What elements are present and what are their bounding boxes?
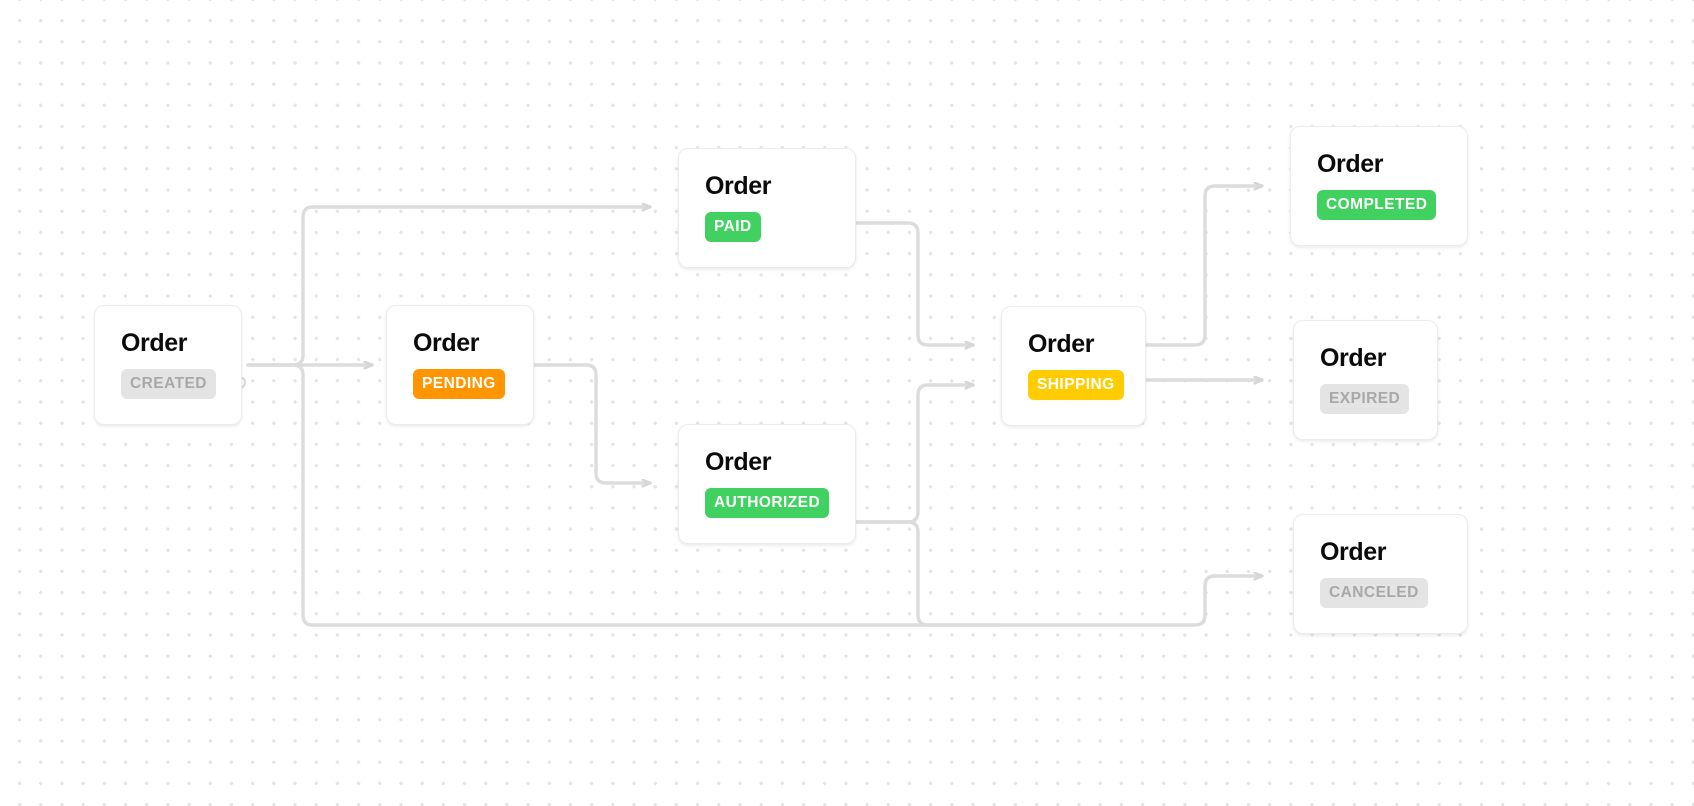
status-badge: CREATED [121,368,216,400]
node-title: Order [1320,343,1387,372]
edge-paid-shipping [854,221,975,345]
status-badge: CANCELED [1320,577,1428,609]
node-shipping[interactable]: Order SHIPPING [1001,306,1146,426]
node-title: Order [1028,329,1095,358]
node-expired[interactable]: Order EXPIRED [1293,320,1438,440]
status-badge: EXPIRED [1320,383,1410,415]
status-badge: PAID [705,211,761,243]
edge-shipping-completed [1144,186,1264,347]
status-badge: AUTHORIZED [705,487,830,519]
node-paid[interactable]: Order PAID [678,148,856,268]
node-created[interactable]: Order CREATED [94,305,242,425]
node-title: Order [1317,149,1384,178]
node-title: Order [705,447,772,476]
node-completed[interactable]: Order COMPLETED [1290,126,1468,246]
node-title: Order [413,328,480,357]
status-badge: PENDING [413,368,505,400]
node-canceled[interactable]: Order CANCELED [1293,514,1468,634]
node-title: Order [121,328,188,357]
node-title: Order [1320,537,1387,566]
node-pending[interactable]: Order PENDING [386,305,534,425]
edge-pending-authorized [532,363,652,483]
edge-authorized-canceled [854,520,1002,627]
node-title: Order [705,171,772,200]
status-badge: COMPLETED [1317,189,1437,221]
status-badge: SHIPPING [1028,369,1124,401]
edge-authorized-shipping [854,385,975,524]
node-authorized[interactable]: Order AUTHORIZED [678,424,856,544]
